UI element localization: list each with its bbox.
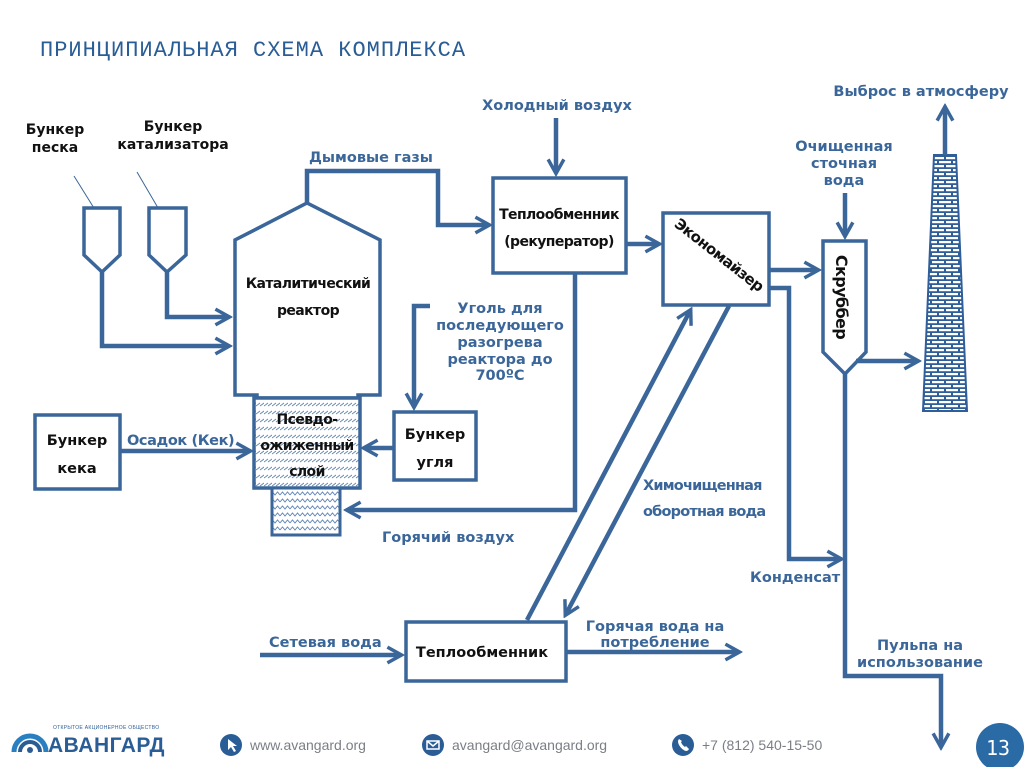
coal-note: Уголь для последующего разогрева реактор… — [436, 301, 564, 384]
hot-air-label: Горячий воздух — [382, 530, 515, 546]
recuperator — [491, 176, 628, 275]
svg-text:ожиженный: ожиженный — [260, 438, 353, 454]
page-number-badge — [976, 723, 1024, 767]
svg-text:реактор: реактор — [277, 303, 340, 319]
condensate-line — [769, 285, 840, 559]
company-logo[interactable]: ОТКРЫТОЕ АКЦИОНЕРНОЕ ОБЩЕСТВО АВАНГАРД — [11, 725, 165, 757]
svg-text:сточная: сточная — [811, 156, 877, 172]
svg-text:Очищенная: Очищенная — [795, 139, 892, 155]
treated-water-label: Очищенная сточная вода — [795, 139, 892, 189]
svg-text:Бункер: Бункер — [405, 427, 466, 443]
svg-text:Уголь для: Уголь для — [457, 301, 542, 317]
svg-text:использование: использование — [857, 655, 983, 671]
flue-gas-line — [304, 168, 488, 225]
cake-bunker-label: Бункер кека — [47, 433, 108, 477]
cake-bunker — [33, 413, 122, 491]
reactor-label: Каталитический реактор — [246, 276, 371, 319]
slide-title: ПРИНЦИПИАЛЬНАЯ СХЕМА КОМПЛЕКСА — [40, 38, 466, 63]
svg-text:угля: угля — [417, 455, 454, 471]
svg-text:Химочищенная: Химочищенная — [643, 478, 762, 494]
economizer — [661, 211, 771, 307]
flue-gas-label: Дымовые газы — [309, 150, 433, 166]
svg-text:последующего: последующего — [436, 318, 564, 334]
svg-text:потребление: потребление — [600, 635, 709, 651]
logo-arc-icon — [11, 733, 49, 753]
chem-water-down-line — [566, 304, 731, 614]
phone-text: +7 (812) 540-15-50 — [702, 737, 822, 753]
footer: ОТКРЫТОЕ АКЦИОНЕРНОЕ ОБЩЕСТВО АВАНГАРД w… — [11, 723, 1024, 767]
svg-text:катализатора: катализатора — [117, 137, 228, 153]
svg-text:реактора до: реактора до — [447, 352, 552, 368]
coal-supply-line — [414, 303, 430, 406]
pulp-label: Пульпа на использование — [857, 638, 983, 671]
sand-bunker-label: Бункер песка — [26, 122, 85, 156]
catalyst-hopper — [147, 206, 188, 275]
cold-air-label: Холодный воздух — [482, 98, 632, 114]
svg-text:(рекуператор): (рекуператор) — [504, 234, 614, 250]
scrubber-label: Скруббер — [832, 255, 851, 339]
page-number: 13 — [986, 736, 1010, 760]
sand-hopper — [82, 206, 122, 275]
svg-text:Псевдо-: Псевдо- — [277, 412, 339, 428]
envelope-icon — [422, 734, 444, 756]
phone-link[interactable]: +7 (812) 540-15-50 — [672, 734, 822, 756]
svg-text:Каталитический: Каталитический — [246, 276, 371, 292]
air-distributor — [270, 486, 342, 537]
heat-exchanger-label: Теплообменник — [416, 645, 548, 661]
sediment-label: Осадок (Кек) — [127, 433, 234, 449]
catalyst-feed-line — [164, 272, 228, 317]
svg-text:оборотная вода: оборотная вода — [643, 504, 765, 520]
svg-text:700ºС: 700ºС — [475, 368, 524, 384]
hot-water-label: Горячая вода на потребление — [586, 619, 724, 651]
catalyst-bunker-label: Бункер катализатора — [117, 119, 228, 153]
network-water-label: Сетевая вода — [269, 635, 382, 651]
condensate-label: Конденсат — [750, 570, 841, 586]
svg-text:слой: слой — [289, 464, 325, 480]
svg-text:Теплообменник: Теплообменник — [499, 207, 620, 223]
sand-feed-line — [99, 272, 228, 346]
coal-bunker-label: Бункер угля — [405, 427, 466, 471]
svg-text:Пульпа на: Пульпа на — [877, 638, 963, 654]
phone-icon — [672, 734, 694, 756]
hot-air-line — [348, 273, 578, 510]
fluidized-layer-label: Псевдо- ожиженный слой — [260, 412, 354, 480]
chimney — [921, 154, 969, 412]
svg-text:вода: вода — [824, 173, 865, 189]
logo-subtitle: ОТКРЫТОЕ АКЦИОНЕРНОЕ ОБЩЕСТВО — [53, 725, 159, 731]
svg-text:Бункер: Бункер — [26, 122, 85, 138]
svg-text:Бункер: Бункер — [144, 119, 203, 135]
svg-text:песка: песка — [32, 140, 78, 156]
email-text: avangard@avangard.org — [452, 737, 607, 753]
emission-label: Выброс в атмосферу — [833, 84, 1009, 100]
website-link[interactable]: www.avangard.org — [220, 734, 366, 756]
chem-water-up-line — [525, 311, 690, 622]
catalytic-reactor — [233, 201, 382, 400]
svg-text:Горячая вода на: Горячая вода на — [586, 619, 724, 635]
svg-text:кека: кека — [57, 461, 96, 477]
fluidized-layer — [252, 396, 362, 490]
scrubber — [821, 239, 868, 377]
recuperator-label: Теплообменник (рекуператор) — [499, 207, 620, 250]
email-link[interactable]: avangard@avangard.org — [422, 734, 607, 756]
chem-water-label: Химочищенная оборотная вода — [643, 478, 766, 520]
svg-text:Бункер: Бункер — [47, 433, 108, 449]
website-text: www.avangard.org — [249, 737, 366, 753]
heat-exchanger — [404, 620, 568, 683]
pulp-line — [842, 374, 941, 746]
svg-text:разогрева: разогрева — [457, 335, 542, 351]
logo-name: АВАНГАРД — [48, 734, 165, 757]
